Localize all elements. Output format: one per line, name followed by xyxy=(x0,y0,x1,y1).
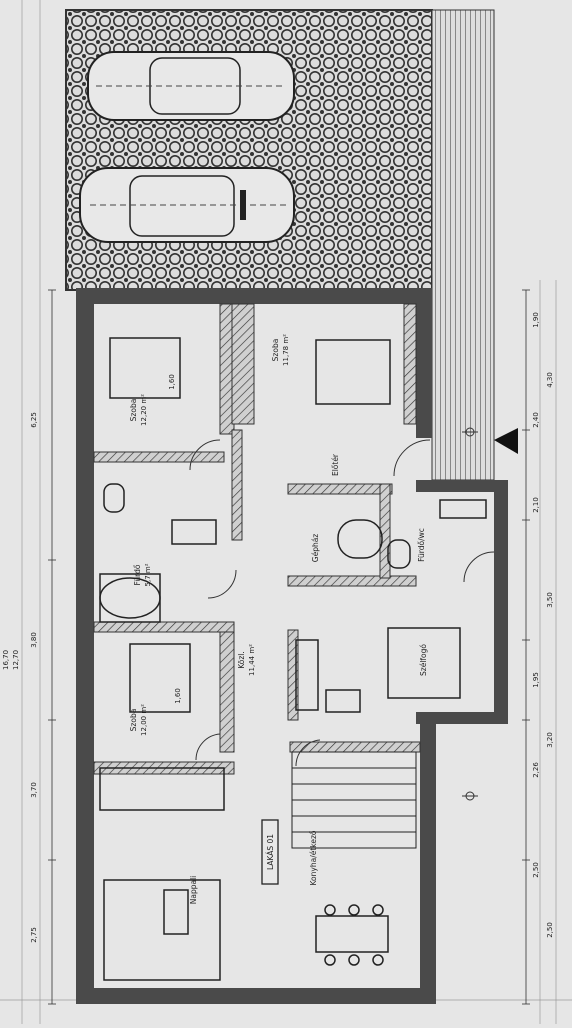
dimension-label: 2,26 xyxy=(532,762,540,778)
left-dimension-labels: 6,25 3,80 3,70 2,75 12,70 16,70 xyxy=(2,412,38,943)
dining-table-icon xyxy=(315,915,389,953)
room-labels: Szoba 12,20 m² Szoba 11,78 m² Szoba 12,0… xyxy=(129,334,428,904)
car-top xyxy=(87,51,295,121)
bed-icon xyxy=(387,627,461,699)
dimension-label: 3,20 xyxy=(546,732,554,748)
bed-size-label: 1,60 xyxy=(168,374,176,390)
room-name: Fürdő/wc xyxy=(417,528,426,562)
bed-icon xyxy=(109,337,181,399)
room-name: Előtér xyxy=(331,453,340,476)
furniture xyxy=(99,337,487,981)
dimension-label: 1,90 xyxy=(532,312,540,328)
room-area: 12,00 m² xyxy=(140,704,148,736)
room-name: Fürdő xyxy=(133,564,142,585)
room-name: Gépház xyxy=(311,534,320,563)
dimension-label: 12,70 xyxy=(12,650,20,670)
dimension-label: 6,25 xyxy=(30,412,38,428)
bed-size-label: 1,60 xyxy=(174,688,182,704)
toilet-icon xyxy=(103,483,125,513)
interior-walls xyxy=(93,303,421,775)
dimension-label: 2,75 xyxy=(30,927,38,943)
level-markers xyxy=(462,427,478,801)
room-name: Szélfogó xyxy=(419,644,428,676)
entrance-arrow-icon xyxy=(494,428,518,454)
car-bottom xyxy=(79,167,295,243)
dimension-label: 2,10 xyxy=(532,497,540,513)
dimension-label: 2,50 xyxy=(532,862,540,878)
dimension-label: 1,95 xyxy=(532,672,540,688)
sink-icon xyxy=(171,519,217,545)
room-name: Szoba xyxy=(129,709,138,732)
room-area: 12,20 m² xyxy=(140,394,148,426)
room-name: Szoba xyxy=(271,339,280,362)
stairs xyxy=(291,751,417,849)
dimension-label: 2,50 xyxy=(546,922,554,938)
room-name: Közl. xyxy=(237,651,246,669)
dimension-label: 3,80 xyxy=(30,632,38,648)
bed-icon xyxy=(129,643,191,713)
room-area: 11,78 m² xyxy=(282,334,290,366)
room-name: Konyha/étkező xyxy=(309,830,318,885)
apartment-label: LAKÁS 01 xyxy=(261,819,279,885)
coffee-table-icon xyxy=(163,889,189,935)
apartment-label-text: LAKÁS 01 xyxy=(266,834,275,870)
toilet-icon xyxy=(387,539,411,569)
right-dimension-labels: 1,90 4,30 2,40 2,10 3,50 1,95 3,20 2,26 … xyxy=(532,312,554,938)
dimension-label: 4,30 xyxy=(546,372,554,388)
side-path xyxy=(431,9,495,481)
exterior-walls xyxy=(76,288,508,1004)
dimension-label: 3,70 xyxy=(30,782,38,798)
room-area: 11,44 m² xyxy=(248,644,256,676)
dimension-lines xyxy=(48,289,530,1005)
door-swings xyxy=(189,439,495,767)
sofa-icon xyxy=(103,879,221,981)
dimension-label: 2,40 xyxy=(532,412,540,428)
room-name: Nappali xyxy=(189,876,198,905)
dimension-label: 3,50 xyxy=(546,592,554,608)
sink-icon xyxy=(439,499,487,519)
room-area: 5,7 m² xyxy=(144,563,152,586)
bed-icon xyxy=(315,339,391,405)
dimension-label: 16,70 xyxy=(2,650,10,670)
room-name: Szoba xyxy=(129,399,138,422)
